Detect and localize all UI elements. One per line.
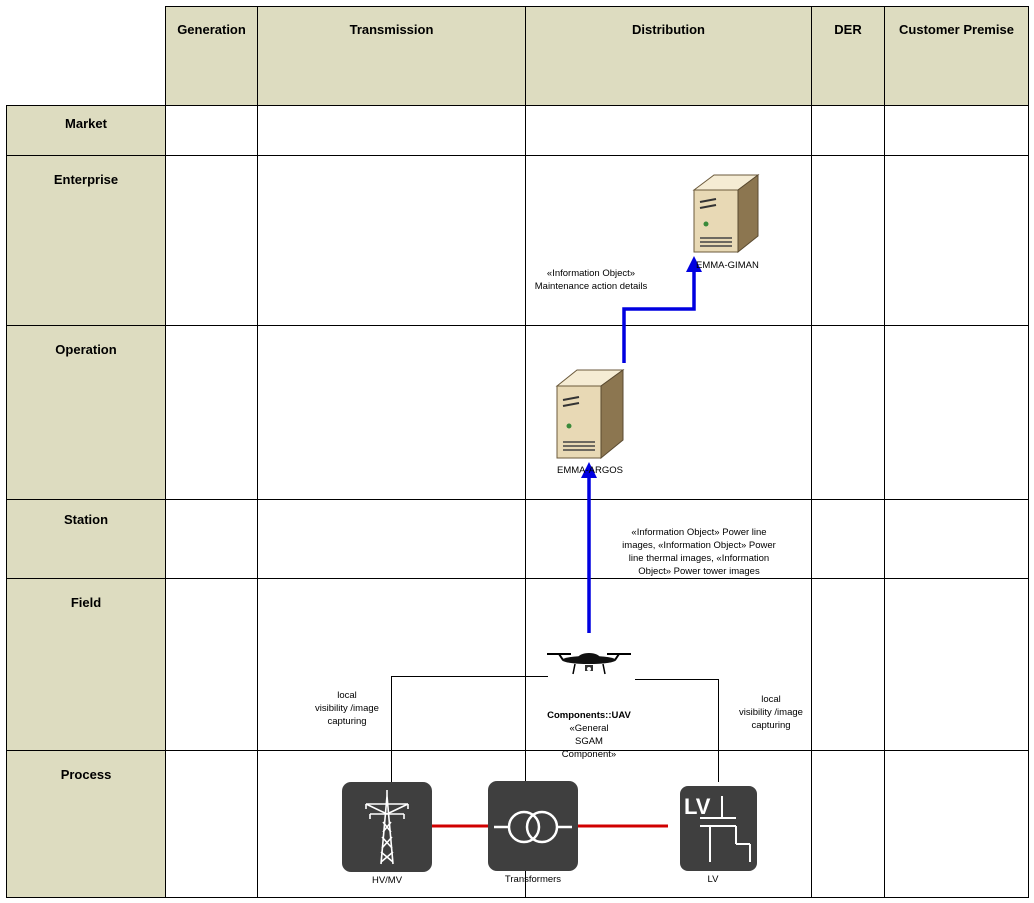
column-header-generation: Generation xyxy=(165,6,258,106)
capture-label-left: local visibility /image capturing xyxy=(302,689,392,728)
server-label-giman: EMMA-GIMAN xyxy=(696,260,759,271)
arrowhead-maintenance xyxy=(686,256,702,272)
capture-left-line1: local xyxy=(337,690,357,701)
capture-left-line3: capturing xyxy=(327,716,367,727)
transformer-icon xyxy=(488,781,578,871)
flow-arrows xyxy=(581,256,702,633)
capture-right-line1: local xyxy=(761,694,781,705)
capture-left-line2: visibility /image xyxy=(315,703,379,714)
flow-arrow-maintenance xyxy=(622,272,696,363)
row-header-station: Station xyxy=(6,499,166,579)
uav-stereotype-line3: Component» xyxy=(561,749,617,760)
lv-label: LV xyxy=(707,874,719,885)
column-header-transmission: Transmission xyxy=(257,6,526,106)
flow-label-images: «Information Object» Power line images, … xyxy=(606,526,792,578)
uav-stereotype-line1: «General xyxy=(569,723,609,734)
row-header-field: Field xyxy=(6,578,166,751)
server-icon-giman xyxy=(692,174,760,254)
flow-label-images-line3: line thermal images, «Information xyxy=(628,553,770,564)
column-header-distribution: Distribution xyxy=(525,6,812,106)
tower-icon xyxy=(342,782,432,872)
lv-icon: LV xyxy=(680,786,757,871)
drone-icon xyxy=(547,653,631,675)
uav-label: Components::UAV «General SGAM Component» xyxy=(540,709,638,761)
uav-name: Components::UAV xyxy=(547,710,631,721)
lv-icon-text: LV xyxy=(684,794,711,819)
flow-label-images-line2: images, «Information Object» Power xyxy=(622,540,776,551)
flow-label-maintenance-line2: Maintenance action details xyxy=(534,281,648,292)
server-label-argos: EMMA-ARGOS xyxy=(557,465,623,476)
flow-label-images-line1: «Information Object» Power line xyxy=(631,527,767,538)
capture-right-line2: visibility /image xyxy=(739,707,803,718)
row-header-operation: Operation xyxy=(6,325,166,500)
capture-label-right: local visibility /image capturing xyxy=(726,693,816,732)
row-header-process: Process xyxy=(6,750,166,898)
flow-label-images-line4: Object» Power tower images xyxy=(638,566,760,577)
uav-stereotype-line2: SGAM xyxy=(575,736,603,747)
row-header-enterprise: Enterprise xyxy=(6,155,166,326)
hvmv-label: HV/MV xyxy=(371,875,403,886)
transformers-label: Transformers xyxy=(504,874,562,885)
server-icon-argos xyxy=(555,369,625,460)
flow-label-maintenance: «Information Object» Maintenance action … xyxy=(520,267,662,293)
uav-links xyxy=(391,676,719,782)
arrowhead-images xyxy=(581,462,597,478)
flow-label-maintenance-line1: «Information Object» xyxy=(546,268,636,279)
capture-right-line3: capturing xyxy=(751,720,791,731)
column-header-customer-premise: Customer Premise xyxy=(884,6,1029,106)
row-header-market: Market xyxy=(6,105,166,156)
